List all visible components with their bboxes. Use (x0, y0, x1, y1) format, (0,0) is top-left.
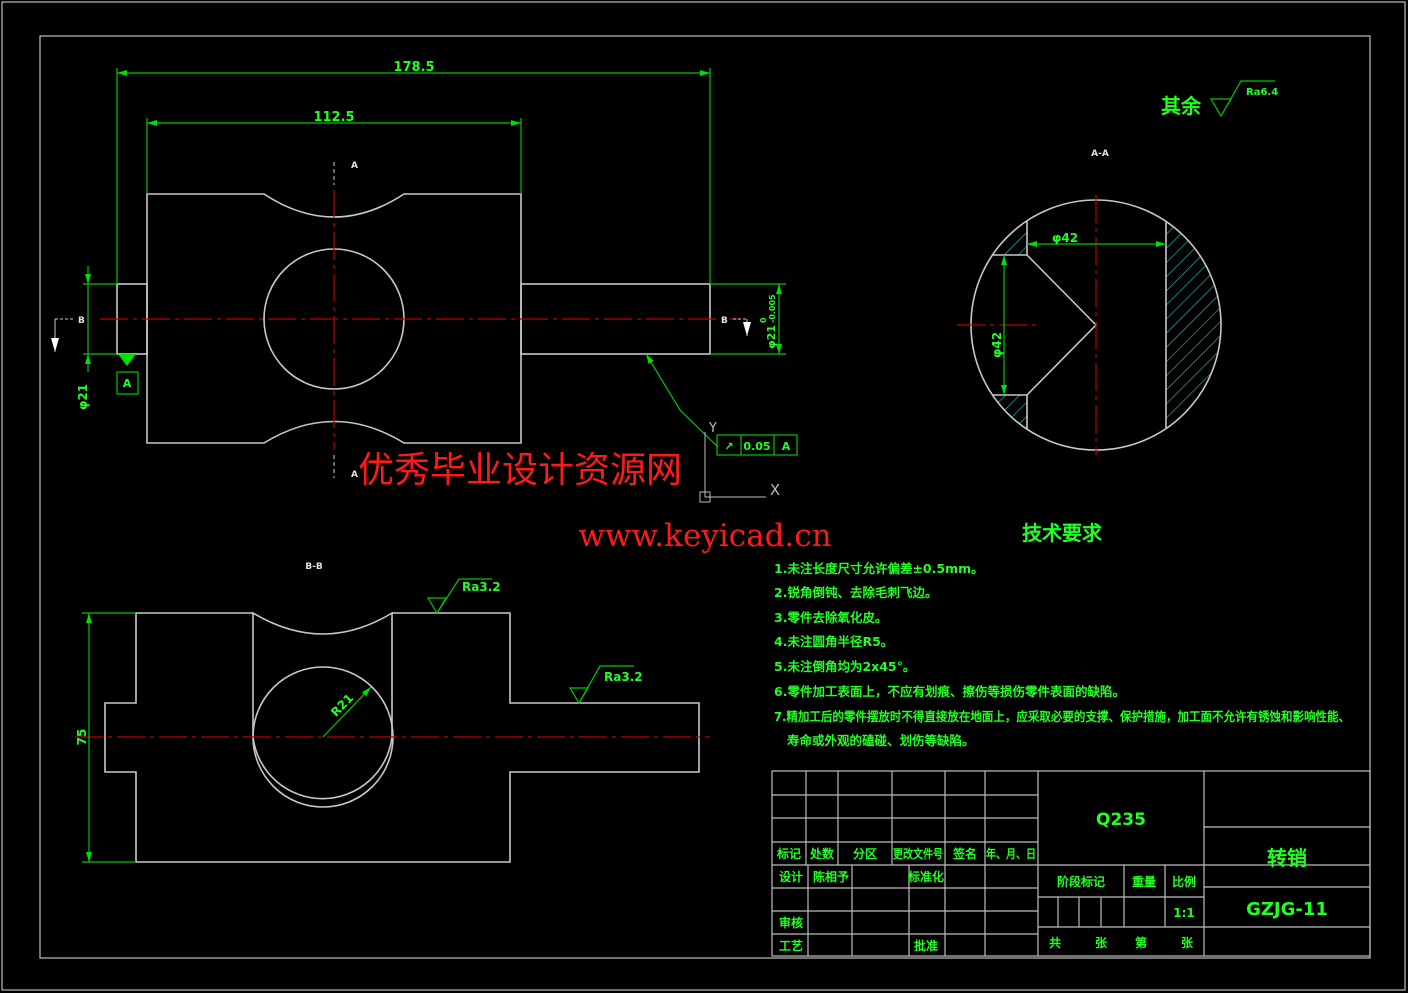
tb-stage-label: 阶段标记 (1057, 874, 1105, 889)
roughness-icon (426, 578, 492, 615)
tb-standardization-label: 标准化 (907, 869, 944, 884)
general-roughness: 其余 Ra6.4 (1161, 80, 1278, 118)
roughness-other-label: 其余 (1161, 94, 1202, 118)
dim-left-diameter: φ21 (76, 384, 90, 410)
tb-sheet-no-label: 第 (1135, 935, 1147, 950)
tb-total-label: 共 (1049, 935, 1061, 950)
tb-header: 签名 (952, 846, 977, 861)
tb-drawing-no: GZJG-11 (1246, 899, 1328, 920)
tb-sheets-label: 张 (1095, 935, 1108, 950)
drawing-frame (39, 35, 1371, 959)
tb-design-label: 设计 (779, 869, 803, 884)
section-bb-body (104, 611, 700, 863)
runout-value: 0.05 (743, 440, 770, 453)
title-block: 标记 处数 分区 更改文件号 签名 年、月、日 设计 陈相予 标准化 审核 工艺… (771, 770, 1371, 957)
tolerance-leader (645, 353, 719, 448)
tech-item: 4.未注圆角半径R5。 (774, 634, 893, 649)
ucs-y-label: Y (708, 421, 717, 436)
dim-right-tol-lower: -0.005 (768, 294, 777, 323)
watermark-title: 优秀毕业设计资源网 (358, 450, 682, 491)
section-bb-dim-radius: R21 (328, 691, 356, 719)
roughness-other-value: Ra6.4 (1246, 87, 1278, 98)
section-aa-title: A-A (1091, 149, 1109, 159)
dim-right-diameter: φ21 (765, 325, 778, 349)
tb-scale: 1:1 (1173, 906, 1195, 920)
ucs-icon: Y X (699, 421, 780, 503)
section-mark-b-left: B (78, 316, 85, 326)
tb-header: 年、月、日 (986, 846, 1036, 861)
tb-header: 更改文件号 (893, 846, 943, 861)
dim-right-tol-upper: 0 (759, 317, 768, 323)
tb-process-label: 工艺 (779, 938, 803, 953)
front-view: A A 178.5 112.5 φ21 B B A φ21 0 -0.005 (51, 60, 798, 503)
watermark-url: www.keyicad.cn (578, 518, 831, 554)
tb-header: 标记 (776, 846, 801, 861)
roughness-symbol-icon (1209, 80, 1275, 118)
tech-requirements-title: 技术要求 (1022, 521, 1103, 545)
section-mark-a-top: A (351, 161, 358, 171)
section-bb-dim-height: 75 (75, 729, 89, 746)
ucs-x-label: X (770, 481, 780, 499)
dim-right-diameter-group: φ21 0 -0.005 (759, 294, 778, 349)
tb-part-name: 转销 (1267, 846, 1307, 870)
section-bb-roughness-2: Ra3.2 (604, 670, 643, 684)
tech-item: 1.未注长度尺寸允许偏差±0.5mm。 (774, 561, 984, 576)
tech-item: 寿命或外观的磕碰、划伤等缺陷。 (787, 733, 975, 748)
datum-label: A (123, 377, 132, 390)
dim-body-length: 112.5 (313, 110, 354, 125)
section-aa-dim-h: φ42 (1052, 231, 1078, 245)
tech-requirements: 技术要求 1.未注长度尺寸允许偏差±0.5mm。 2.锐角倒钝、去除毛刺飞边。 … (774, 521, 1350, 748)
tb-weight-label: 重量 (1132, 874, 1156, 889)
tb-approve-label: 批准 (914, 938, 938, 953)
tb-sheet-label: 张 (1181, 935, 1194, 950)
section-b-b: B-B 75 R21 Ra3.2 Ra3.2 (75, 562, 710, 863)
tech-item: 6.零件加工表面上，不应有划痕、擦伤等损伤零件表面的缺陷。 (774, 684, 1125, 699)
section-a-a: A-A φ42 φ42 (957, 149, 1222, 455)
tech-item: 2.锐角倒钝、去除毛刺飞边。 (774, 585, 937, 600)
tb-review-label: 审核 (779, 915, 803, 930)
section-mark-a-bottom: A (351, 470, 358, 480)
tb-material: Q235 (1096, 810, 1146, 830)
roughness-icon (568, 665, 634, 705)
section-bb-title: B-B (305, 562, 323, 572)
dim-total-length: 178.5 (393, 60, 434, 75)
section-mark-b-right: B (721, 316, 728, 326)
runout-datum: A (782, 440, 791, 453)
runout-icon: ↗ (724, 440, 733, 453)
tb-designer: 陈相予 (813, 869, 849, 884)
runout-tolerance-frame: ↗ 0.05 A (716, 434, 798, 456)
tech-item: 5.未注倒角均为2x45°。 (774, 659, 915, 674)
datum-triangle (118, 354, 136, 366)
datum-box (116, 371, 139, 395)
tech-item: 7.精加工后的零件摆放时不得直接放在地面上，应采取必要的支撑、保护措施，加工面不… (774, 709, 1350, 724)
body-outline (146, 193, 522, 444)
tech-item: 3.零件去除氧化皮。 (774, 610, 887, 625)
tb-scale-label: 比例 (1172, 874, 1196, 889)
tb-header: 处数 (809, 846, 835, 861)
section-bb-roughness-1: Ra3.2 (462, 580, 501, 594)
section-aa-dim-v: φ42 (990, 332, 1004, 358)
tb-header: 分区 (853, 846, 877, 861)
